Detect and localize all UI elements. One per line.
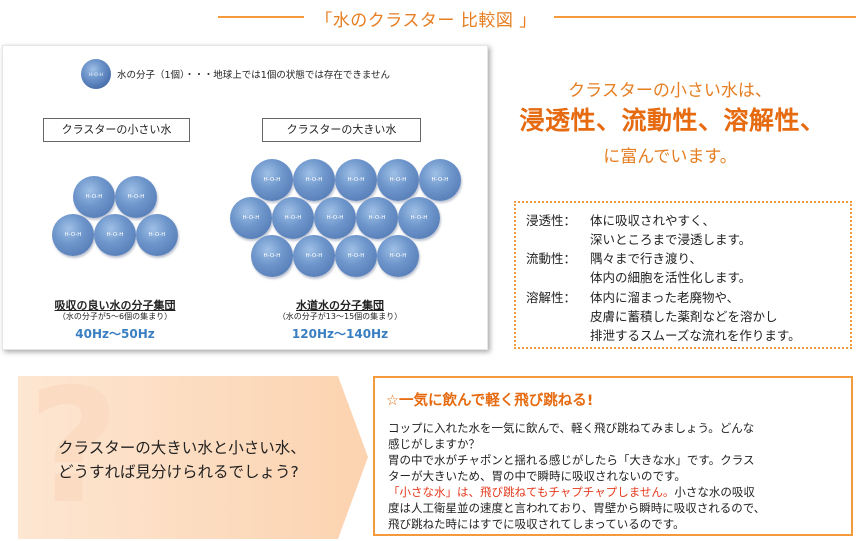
title-rule-right [554, 16, 856, 18]
water-molecule: H-O-H [94, 214, 136, 256]
answer-title: ☆一気に飲んで軽く飛び跳ねる! [386, 393, 594, 409]
water-molecule: H-O-H [419, 159, 461, 201]
small-cluster-box-label: クラスターの小さい水 [43, 118, 190, 142]
headline-line3: に富んでいます。 [603, 147, 737, 167]
water-molecule: H-O-H [314, 197, 356, 239]
answer-line: 「小さな水」は、飛び跳ねてもチャプチャプしません。小さな水の吸収 [388, 484, 755, 500]
property-text: 深いところまで浸透します。 [590, 232, 752, 247]
property-text: 体内の細胞を活性化します。 [590, 270, 752, 285]
small-cluster-subtitle: （水の分子が5～6個の集まり） [57, 312, 173, 321]
answer-line-rest: 小さな水の吸収 [674, 485, 755, 499]
large-cluster-subtitle: （水の分子が13～15個の集まり） [277, 312, 403, 321]
question-line1: クラスターの大きい水と小さい水、 [58, 439, 306, 457]
water-molecule: H-O-H [377, 159, 419, 201]
legend-molecule-icon: H-O-H [81, 59, 111, 89]
answer-line: 度は人工衛星並の速度と言われており、胃壁から瞬時に吸収されるので、 [388, 501, 766, 515]
question-panel [18, 376, 368, 539]
legend-text: 水の分子（1個）・・・地球上では1個の状態では存在できません [117, 70, 391, 81]
water-molecule: H-O-H [251, 235, 293, 277]
large-cluster-title: 水道水の分子集団 [296, 299, 384, 312]
property-text: 体内に溜まった老廃物や、 [590, 290, 740, 305]
water-molecule: H-O-H [398, 197, 440, 239]
small-cluster-title: 吸収の良い水の分子集団 [54, 299, 176, 312]
water-molecule: H-O-H [73, 176, 115, 218]
properties-box [514, 201, 852, 349]
water-molecule: H-O-H [293, 159, 335, 201]
large-cluster-box-label: クラスターの大きい水 [262, 118, 421, 142]
water-molecule: H-O-H [251, 159, 293, 201]
water-molecule: H-O-H [293, 235, 335, 277]
property-label-penetration: 浸透性： [526, 213, 577, 228]
water-molecule: H-O-H [377, 235, 419, 277]
legend-molecule-label: H-O-H [89, 72, 103, 78]
large-cluster-frequency: 120Hz～140Hz [291, 327, 389, 341]
title-rule-left [218, 16, 304, 18]
water-molecule: H-O-H [52, 214, 94, 256]
answer-line: 胃の中で水がチャポンと揺れる感じがしたら「大きな水」です。クラス [388, 453, 755, 467]
answer-highlight: 「小さな水」は、飛び跳ねてもチャプチャプしません。 [388, 485, 675, 499]
water-molecule: H-O-H [136, 214, 178, 256]
answer-box [373, 376, 853, 536]
water-molecule: H-O-H [272, 197, 314, 239]
headline-line1: クラスターの小さい水は、 [568, 81, 772, 101]
page-title: 「水のクラスター 比較図 」 [315, 11, 537, 31]
water-molecule: H-O-H [356, 197, 398, 239]
answer-line: 感じがしますか？ [388, 437, 480, 451]
question-line2: どうすれば見分けられるでしょう? [58, 463, 299, 481]
small-cluster-frequency: 40Hz～50Hz [75, 327, 155, 341]
answer-line: ターが大きいため、胃の中で瞬時に吸収されないのです。 [388, 469, 686, 483]
property-label-solubility: 溶解性： [526, 290, 577, 305]
headline-line2: 浸透性、流動性、溶解性、 [519, 106, 826, 135]
water-molecule: H-O-H [115, 176, 157, 218]
property-label-fluidity: 流動性： [526, 251, 577, 266]
water-molecule: H-O-H [335, 235, 377, 277]
question-mark-icon: ? [28, 355, 120, 539]
water-molecule: H-O-H [335, 159, 377, 201]
answer-line: 飛び跳ねた時にはすでに吸収されてしまっているのです。 [388, 517, 685, 531]
property-text: 隅々まで行き渡り、 [590, 251, 703, 266]
property-text: 皮膚に蓄積した薬剤などを溶かし [590, 309, 778, 324]
answer-line: コップに入れた水を一気に飲んで、軽く飛び跳ねてみましょう。どんな [388, 421, 755, 435]
property-text: 体に吸収されやすく、 [590, 213, 716, 228]
property-text: 排泄するスムーズな流れを作ります。 [590, 328, 801, 343]
water-molecule: H-O-H [230, 197, 272, 239]
